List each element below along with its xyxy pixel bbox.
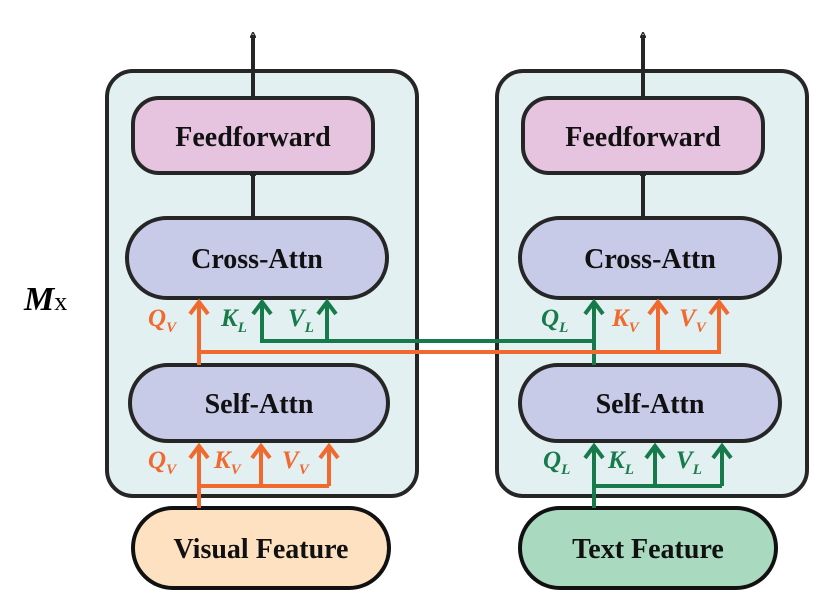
left-self-v-port: VV [282,447,311,478]
right-cross-v-port: VV [679,305,708,336]
left-self-attn-label: Self-Attn [205,389,314,420]
right-feedforward-block [521,96,765,175]
left-self-k-port: KV [213,447,243,478]
right-feedforward-label: Feedforward [565,122,721,153]
text-to-cross-attn-bus [251,298,605,365]
repeat-label: Mx [23,281,67,318]
right-cross-q-port: QL [541,305,568,336]
left-feedforward-block [131,96,375,175]
repeat-symbol: M [23,281,56,318]
right-self-attn-block [518,363,782,443]
left-cross-v-port: VL [288,305,314,336]
left-self-attn-block [128,363,390,443]
right-cross-attn-label: Cross-Attn [584,244,716,275]
visual-to-cross-attn-bus [188,298,730,365]
right-self-k-port: KL [607,447,634,478]
right-cross-attn-block [518,216,782,300]
left-cross-q-port: QV [148,305,178,336]
left-self-q-port: QV [148,447,178,478]
repeat-times: x [54,287,67,316]
left-cross-attn-block [125,216,389,300]
right-self-q-port: QL [543,447,570,478]
right-self-attn-label: Self-Attn [596,389,705,420]
text-feature-block [518,506,778,590]
left-cross-attn-label: Cross-Attn [191,244,323,275]
text-feature-label: Text Feature [572,534,724,565]
left-cross-k-port: KL [220,305,247,336]
left-self-attn-inputs [188,442,340,508]
visual-feature-label: Visual Feature [174,534,349,565]
right-cross-k-port: KV [611,305,641,336]
visual-feature-block [131,506,391,590]
right-self-v-port: VL [676,447,702,478]
right-self-attn-inputs [583,442,733,508]
left-feedforward-label: Feedforward [175,122,331,153]
